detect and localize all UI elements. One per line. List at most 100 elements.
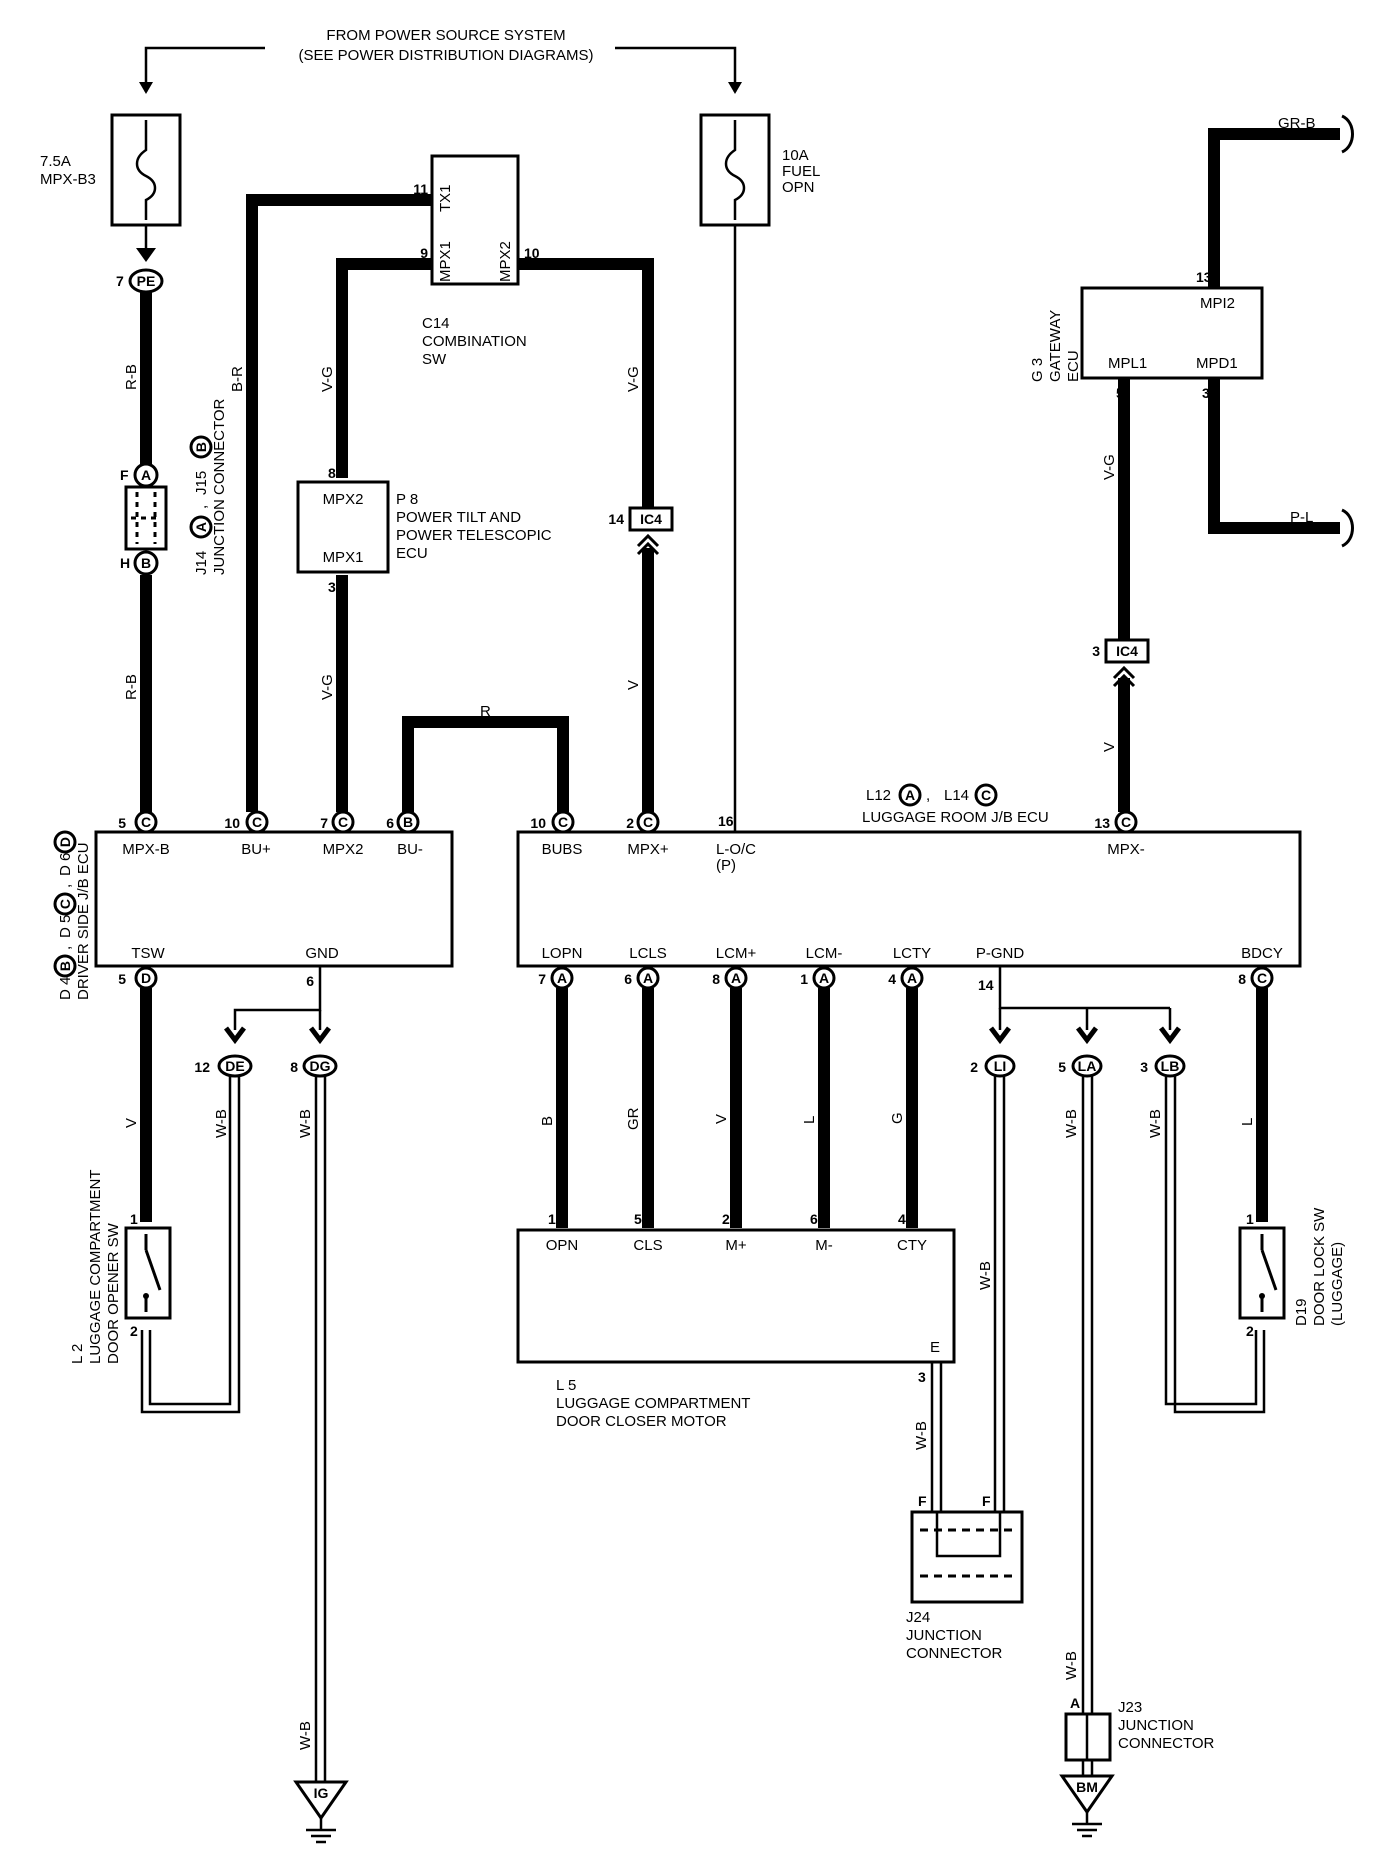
ground-bm: BM — [1059, 1774, 1115, 1838]
djb-bot-pin0-label: TSW — [131, 945, 165, 962]
driver-jb-bottom-pins: TSW 5 D GND 6 — [118, 945, 339, 990]
wire-label-v2: V — [1101, 742, 1118, 752]
wire-label-v1: V — [625, 680, 642, 690]
l5-name2: DOOR CLOSER MOTOR — [556, 1413, 727, 1430]
djb-code2: C — [57, 899, 73, 909]
djb-top-pin3-label: BU- — [397, 841, 423, 858]
djb-id1: D 4 — [57, 977, 74, 1000]
ljb-pin-bubs: 10 C BUBS — [530, 810, 582, 858]
component-l2-door-opener-sw: 1 2 L 2 LUGGAGE COMPARTMENT DOOR OPENER … — [69, 1170, 172, 1364]
l5-pin-mminus: 6 M- — [810, 1211, 833, 1254]
power-source-header: FROM POWER SOURCE SYSTEM (SEE POWER DIST… — [139, 27, 742, 94]
djb-code3: D — [57, 837, 73, 847]
dg-code: DG — [310, 1058, 331, 1074]
ljb-bot-pin5-label: P-GND — [976, 945, 1025, 962]
l5-pin4-label: CTY — [897, 1237, 927, 1254]
ljb-id2: L14 — [944, 787, 969, 804]
wire-wb-dg-ground — [314, 1076, 327, 1782]
fuse2-rating: 10A — [782, 147, 809, 164]
djb-top-pin2-code: C — [338, 814, 348, 830]
l2-name1: LUGGAGE COMPARTMENT — [87, 1170, 104, 1364]
driver-jb-top-pins: 5 C MPX-B 10 C BU+ 7 C MPX2 6 B BU- — [118, 810, 423, 858]
ground-ig-label: IG — [314, 1785, 329, 1801]
component-luggage-room-jb-ecu: L12 A , L14 C LUGGAGE ROOM J/B ECU — [516, 783, 1302, 968]
wire-bu-plus — [246, 194, 432, 812]
ic4b-pin: 3 — [1092, 643, 1100, 659]
d19-name1: DOOR LOCK SW — [1311, 1207, 1328, 1326]
la-pin: 5 — [1058, 1059, 1066, 1075]
djb-bot-pin0-code: D — [141, 970, 151, 986]
ljb-top-pin2-label2: (P) — [716, 857, 736, 874]
wire-label-wb-ground: W-B — [297, 1721, 314, 1750]
dg-pin: 8 — [290, 1059, 298, 1075]
djb-top-pin1-label: BU+ — [241, 841, 271, 858]
l5-pin0-num: 1 — [548, 1211, 556, 1227]
ljb-pin-bdcy: BDCY 8 C — [1238, 945, 1283, 990]
g3-pin-r: 3 — [1202, 385, 1210, 401]
wire-label-wb-e: W-B — [913, 1421, 930, 1450]
c14-mpx1: MPX1 — [437, 241, 454, 282]
wire-label-l-m: L — [801, 1116, 818, 1124]
j14-desc: JUNCTION CONNECTOR — [211, 398, 228, 575]
component-d19-door-lock-sw: 1 2 D19 DOOR LOCK SW (LUGGAGE) — [1238, 1207, 1346, 1339]
d19-pin-top: 1 — [1246, 1211, 1254, 1227]
de-code: DE — [225, 1058, 244, 1074]
ljb-pin-mpxminus: 13 C MPX- — [1094, 810, 1145, 858]
ljb-pin-loc: 16 L-O/C (P) — [716, 813, 756, 874]
p8-mpx2: MPX2 — [323, 491, 364, 508]
l5-name1: LUGGAGE COMPARTMENT — [556, 1395, 750, 1412]
djb-top-pin0-num: 5 — [118, 815, 126, 831]
wire-label-grb: GR-B — [1278, 115, 1316, 132]
c14-pin-mpx1: 9 — [420, 245, 428, 261]
g3-id: G 3 — [1029, 358, 1046, 382]
component-j23-junction-connector: A J23 JUNCTION CONNECTOR — [1064, 1695, 1215, 1776]
connector-lb: 3 LB — [1140, 1054, 1186, 1078]
ljb-bot-pin0-code: A — [557, 970, 567, 986]
ljb-bot-pin1-label: LCLS — [629, 945, 667, 962]
ground-ig: IG — [293, 1780, 349, 1844]
djb-top-pin3-num: 6 — [386, 815, 394, 831]
pe-code: PE — [137, 273, 156, 289]
ljb-bot-pin6-code: C — [1257, 970, 1267, 986]
j23-name1: JUNCTION — [1118, 1717, 1194, 1734]
ljb-bot-pin2-label: LCM+ — [716, 945, 757, 962]
component-l5-door-closer-motor: 1 OPN 5 CLS 2 M+ 6 M- 4 CTY E 3 L 5 LUGG… — [516, 1211, 956, 1430]
l2-name2: DOOR OPENER SW — [105, 1222, 122, 1364]
g3-mpi2: MPI2 — [1200, 295, 1235, 312]
j23-id: J23 — [1118, 1699, 1142, 1716]
wire-label-wb-de: W-B — [213, 1109, 230, 1138]
l2-pin-top: 1 — [130, 1211, 138, 1227]
ljb-bot-pin5-num: 14 — [978, 977, 994, 993]
djb-pin-buminus: 6 B BU- — [386, 810, 423, 858]
wire-label-pl: P-L — [1290, 509, 1313, 526]
djb-pin-mpx2: 7 C MPX2 — [320, 810, 363, 858]
connector-li: 2 LI — [970, 1054, 1016, 1078]
pe-pin: 7 — [116, 273, 124, 289]
g3-mpd1: MPD1 — [1196, 355, 1238, 372]
djb-top-pin3-code: B — [403, 814, 413, 830]
ic4a-code: IC4 — [640, 511, 662, 527]
lb-code: LB — [1161, 1058, 1180, 1074]
fuse-mpx-b3: 7.5A MPX-B3 — [40, 113, 182, 227]
wire-label-l-bdcy: L — [1239, 1118, 1256, 1126]
l5-pin-cty: 4 CTY — [897, 1211, 927, 1254]
connector-pe: 7 PE — [116, 268, 164, 294]
p8-pin-top: 8 — [328, 465, 336, 481]
wire-p-l — [1208, 378, 1354, 548]
ljb-pin-mpxplus: 2 C MPX+ — [626, 810, 669, 858]
wire-label-br: B-R — [229, 366, 246, 392]
ljb-bot-pin1-num: 6 — [624, 971, 632, 987]
wire-mpx2-ic4 — [518, 258, 654, 812]
wire-label-rb2: R-B — [123, 674, 140, 700]
d19-name2: (LUGGAGE) — [1329, 1242, 1346, 1326]
ljb-id1: L12 — [866, 787, 891, 804]
ic4a-pin: 14 — [608, 511, 624, 527]
connector-de: 12 DE — [194, 1054, 253, 1078]
ljb-top-pin3-label: MPX- — [1107, 841, 1145, 858]
l5-pin1-num: 5 — [634, 1211, 642, 1227]
ljb-bot-pin2-num: 8 — [712, 971, 720, 987]
g3-name2: ECU — [1065, 350, 1082, 382]
j24-name2: CONNECTOR — [906, 1645, 1003, 1662]
j24-pin-l: F — [918, 1493, 927, 1509]
